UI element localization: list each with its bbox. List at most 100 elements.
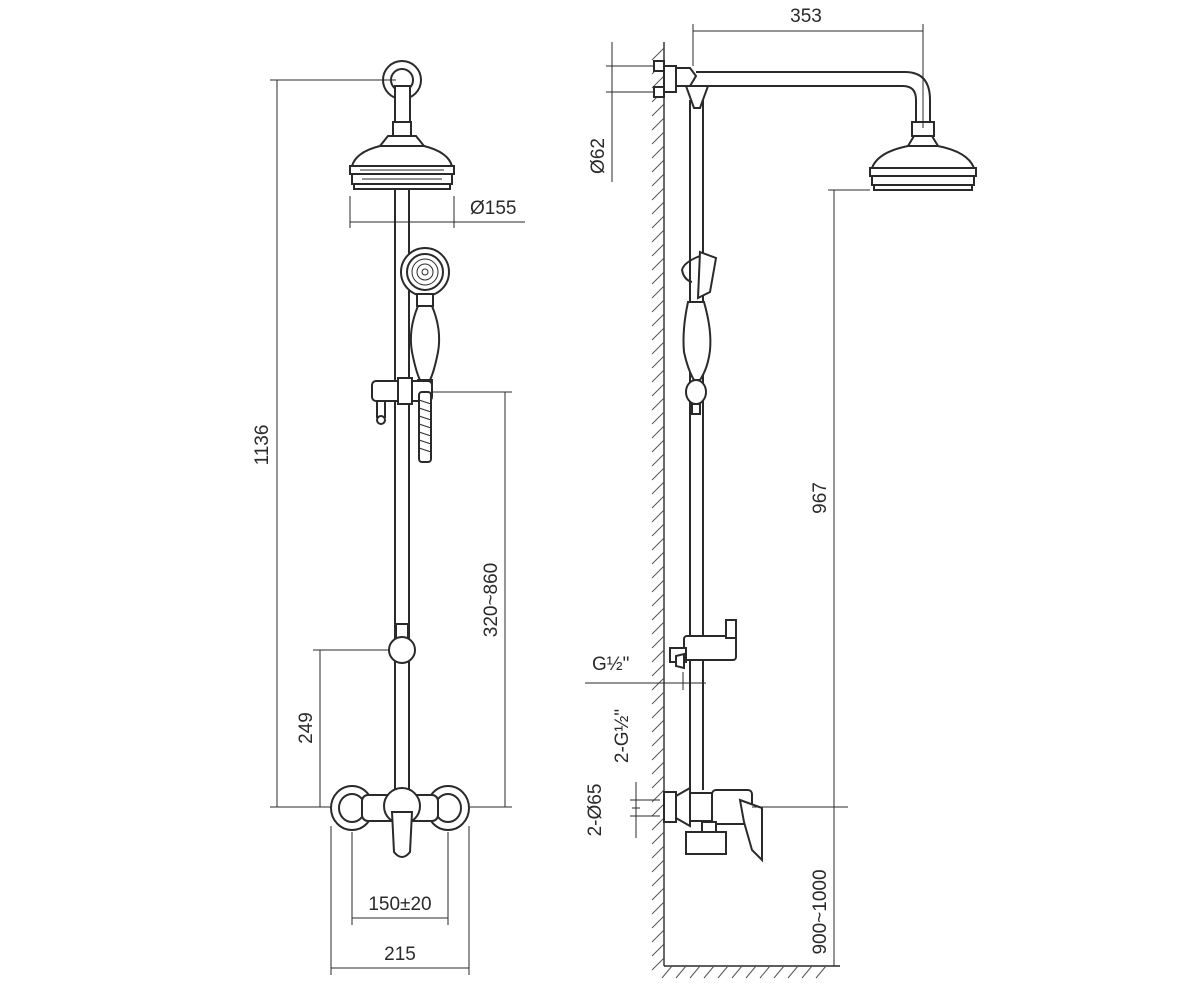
wall-hatch-line (651, 523, 665, 537)
floor-hatch-line (675, 965, 687, 979)
wall-hatch-line (651, 887, 665, 901)
wall-hatch-line (651, 733, 665, 747)
floor-hatch-line (815, 965, 827, 979)
wall-hatch-line (651, 453, 665, 467)
wall-hatch-line (651, 159, 665, 173)
wall-hatch-line (651, 691, 665, 705)
wall-hatch-line (651, 873, 665, 887)
wall-hatch-line (651, 579, 665, 593)
wall-hatch-line (651, 173, 665, 187)
wall-hatch-line (651, 369, 665, 383)
side-riser-pipe (689, 100, 704, 790)
wall-hatch-line (651, 663, 665, 677)
wall-hatch-line (651, 859, 665, 873)
floor-hatch-line (703, 965, 715, 979)
wall-hatch-line (651, 215, 665, 229)
wall-hatch-line (651, 593, 665, 607)
wall-hatch-line (651, 257, 665, 271)
floor-hatch-line (787, 965, 799, 979)
front-mixer (330, 785, 470, 858)
dim-overall-height: 1136 (252, 425, 273, 466)
wall-hatch-line (651, 509, 665, 523)
wall-hatch-line (651, 943, 665, 957)
front-dimensions (270, 79, 525, 975)
floor-hatch-line (759, 965, 771, 979)
dim-thread-single: G½" (592, 654, 629, 675)
side-dimensions (585, 24, 924, 966)
floor-hatch-line (731, 965, 743, 979)
wall-hatch-line (651, 397, 665, 411)
dim-slider-range: 320~860 (481, 563, 502, 638)
wall-hatch-line (651, 355, 665, 369)
wall-hatch-line (651, 299, 665, 313)
wall-hatch-line (651, 607, 665, 621)
wall-hatch-line (651, 327, 665, 341)
dim-wall-flange: Ø62 (588, 138, 609, 174)
wall-hatch-line (651, 201, 665, 215)
front-wall-elbow (382, 60, 422, 137)
front-bracket (388, 623, 416, 664)
wall-hatch-line (651, 565, 665, 579)
wall-hatch-line (651, 229, 665, 243)
wall-hatch-line (651, 187, 665, 201)
front-shower-head (349, 135, 455, 190)
wall-hatch-line (651, 929, 665, 943)
wall-hatch-line (651, 495, 665, 509)
wall-hatch-line (651, 467, 665, 481)
wall-hatch-line (651, 705, 665, 719)
wall-hatch-line (651, 621, 665, 635)
wall-hatch-line (651, 635, 665, 649)
side-upper-holder (685, 379, 707, 415)
dim-mixer-width: 215 (384, 944, 416, 965)
wall-hatch-line (651, 677, 665, 691)
floor-hatch-line (689, 965, 701, 979)
wall-hatch-line (651, 537, 665, 551)
dim-escutcheon: 2-Ø65 (585, 784, 606, 837)
wall-hatch-line (651, 831, 665, 845)
wall-hatch-line (651, 131, 665, 145)
wall-hatch-line (651, 439, 665, 453)
wall-hatch-line (651, 425, 665, 439)
wall-hatch-line (651, 761, 665, 775)
side-wall-bolts (636, 60, 677, 98)
wall-hatch-line (651, 103, 665, 117)
front-slider-holder (371, 377, 433, 425)
wall-hatch-line (651, 747, 665, 761)
floor-hatch-line (801, 965, 813, 979)
dim-head-height: 967 (810, 482, 831, 514)
wall-hatch-line (651, 271, 665, 285)
side-shower-head (869, 121, 977, 191)
wall-hatch-line (651, 243, 665, 257)
floor-hatch-line (773, 965, 785, 979)
dim-head-diameter: Ø155 (470, 198, 516, 219)
wall-hatch-line (651, 649, 665, 663)
floor-hatch-line (717, 965, 729, 979)
wall-hatch-line (651, 817, 665, 831)
dim-thread-double: 2-G½" (612, 709, 633, 763)
dim-install-height: 900~1000 (810, 869, 831, 954)
wall-hatch-line (651, 551, 665, 565)
wall-hatch-line (651, 313, 665, 327)
wall-hatch-line (651, 901, 665, 915)
wall-hatch-line (651, 145, 665, 159)
front-hand-shower (400, 247, 450, 391)
side-view (636, 42, 977, 979)
side-hand-shower (680, 250, 718, 381)
wall-hatch-line (651, 957, 665, 971)
wall-hatch-line (651, 775, 665, 789)
wall-hatch-line (651, 845, 665, 859)
wall-hatch-line (651, 285, 665, 299)
wall-hatch-line (651, 383, 665, 397)
floor-hatch-line (745, 965, 757, 979)
dim-mixer-to-holder: 249 (296, 712, 317, 744)
wall-hatch-line (651, 341, 665, 355)
side-mixer (663, 786, 763, 863)
floor-hatch-line (661, 965, 673, 979)
wall-hatch-line (651, 47, 665, 61)
wall-hatch-line (651, 117, 665, 131)
wall-hatch-line (651, 481, 665, 495)
dim-arm-projection: 353 (790, 6, 822, 27)
side-slider (669, 619, 737, 670)
wall-hatch-line (651, 411, 665, 425)
